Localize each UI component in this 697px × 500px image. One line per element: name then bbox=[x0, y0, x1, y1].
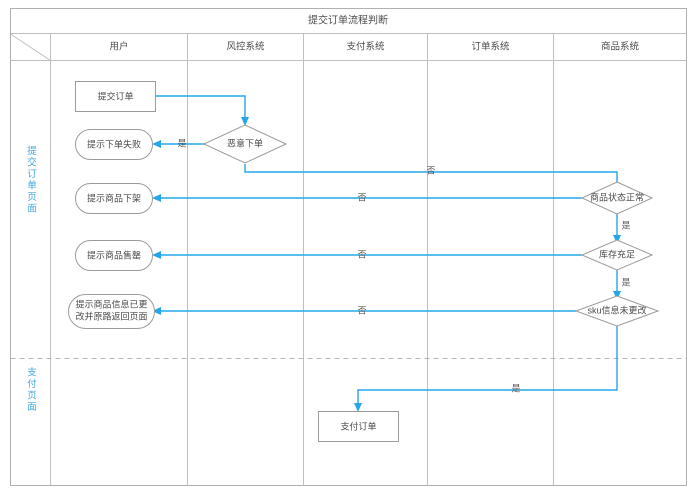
grid-outer-border bbox=[10, 8, 687, 486]
node-sku-changed-tip-label-line1: 提示商品信息已更 bbox=[75, 298, 147, 309]
node-sku-changed-tip-shape[interactable] bbox=[68, 294, 155, 329]
corner-diagonal bbox=[10, 33, 51, 61]
arrowhead-product-offshelf bbox=[152, 194, 161, 202]
node-stock-enough-label: 库存充足 bbox=[599, 248, 635, 259]
column-header-risk: 风控系统 bbox=[226, 41, 265, 53]
node-product-offshelf-tip-shape[interactable] bbox=[75, 183, 153, 214]
arrowhead-pay-order-top bbox=[354, 403, 362, 412]
node-product-status-ok[interactable]: 商品状态正常 bbox=[580, 181, 654, 215]
node-order-failed-tip-shape[interactable] bbox=[75, 129, 153, 160]
column-header-pay: 支付系统 bbox=[346, 41, 385, 53]
node-malicious-order-label: 恶意下单 bbox=[227, 137, 263, 148]
node-submit-order-label: 提交订单 bbox=[97, 90, 133, 101]
node-stock-enough-shape[interactable] bbox=[580, 239, 654, 271]
node-sku-unchanged-label: sku信息未更改 bbox=[587, 304, 646, 315]
edge-malicious-no bbox=[244, 164, 618, 186]
column-header-product: 商品系统 bbox=[601, 41, 640, 53]
swimlane-label-submit-order-page: 提交订单页面 bbox=[25, 145, 37, 215]
edge-submit-to-malicious bbox=[155, 95, 246, 118]
node-sku-unchanged[interactable]: sku信息未更改 bbox=[574, 295, 660, 327]
diagram-title: 提交订单流程判断 bbox=[308, 14, 388, 27]
node-pay-order-shape[interactable] bbox=[318, 411, 399, 442]
node-order-failed-tip-label: 提示下单失败 bbox=[87, 138, 141, 149]
edge-label-product-status-yes: 是 bbox=[621, 220, 630, 230]
node-malicious-order[interactable]: 恶意下单 bbox=[202, 124, 288, 164]
edge-label-stock-no: 否 bbox=[357, 249, 366, 259]
node-product-soldout-tip[interactable]: 提示商品售罄 bbox=[75, 240, 153, 271]
edge-label-sku-no: 否 bbox=[357, 305, 366, 315]
column-header-user: 用户 bbox=[109, 41, 128, 53]
edge-sku-yes bbox=[357, 326, 618, 404]
arrowhead-order-failed bbox=[152, 140, 161, 148]
node-malicious-order-shape[interactable] bbox=[202, 124, 288, 164]
edge-label-malicious-yes: 是 bbox=[177, 138, 186, 148]
node-product-status-ok-label: 商品状态正常 bbox=[590, 191, 644, 202]
swimlane-grid bbox=[10, 8, 687, 486]
node-product-status-ok-shape[interactable] bbox=[580, 181, 654, 215]
node-stock-enough[interactable]: 库存充足 bbox=[580, 239, 654, 271]
swimlane-label-payment-page: 支付页面 bbox=[25, 366, 37, 413]
node-product-soldout-tip-shape[interactable] bbox=[75, 240, 153, 271]
node-product-offshelf-tip[interactable]: 提示商品下架 bbox=[75, 183, 153, 214]
edge-label-stock-yes: 是 bbox=[621, 277, 630, 287]
node-pay-order[interactable]: 支付订单 bbox=[318, 411, 399, 442]
arrowhead-sku-changed bbox=[152, 307, 161, 315]
node-submit-order-shape[interactable] bbox=[75, 81, 156, 112]
node-sku-changed-tip[interactable]: 提示商品信息已更 改并原路返回页面 bbox=[68, 294, 155, 329]
node-sku-changed-tip-label-line2: 改并原路返回页面 bbox=[75, 310, 147, 321]
arrowhead-product-soldout bbox=[152, 251, 161, 259]
node-order-failed-tip[interactable]: 提示下单失败 bbox=[75, 129, 153, 160]
node-submit-order[interactable]: 提交订单 bbox=[75, 81, 156, 112]
flow-connectors: 是 否 否 是 否 是 否 bbox=[152, 95, 631, 412]
node-pay-order-label: 支付订单 bbox=[340, 420, 376, 431]
arrowhead-malicious-top bbox=[241, 117, 249, 126]
column-header-order: 订单系统 bbox=[471, 41, 510, 53]
node-product-offshelf-tip-label: 提示商品下架 bbox=[87, 192, 141, 203]
node-sku-unchanged-shape[interactable] bbox=[574, 295, 660, 327]
edge-label-malicious-no: 否 bbox=[426, 165, 435, 175]
node-product-soldout-tip-label: 提示商品售罄 bbox=[87, 249, 141, 260]
edge-label-product-status-no: 否 bbox=[357, 192, 366, 202]
edge-label-sku-yes: 是 bbox=[511, 383, 520, 393]
